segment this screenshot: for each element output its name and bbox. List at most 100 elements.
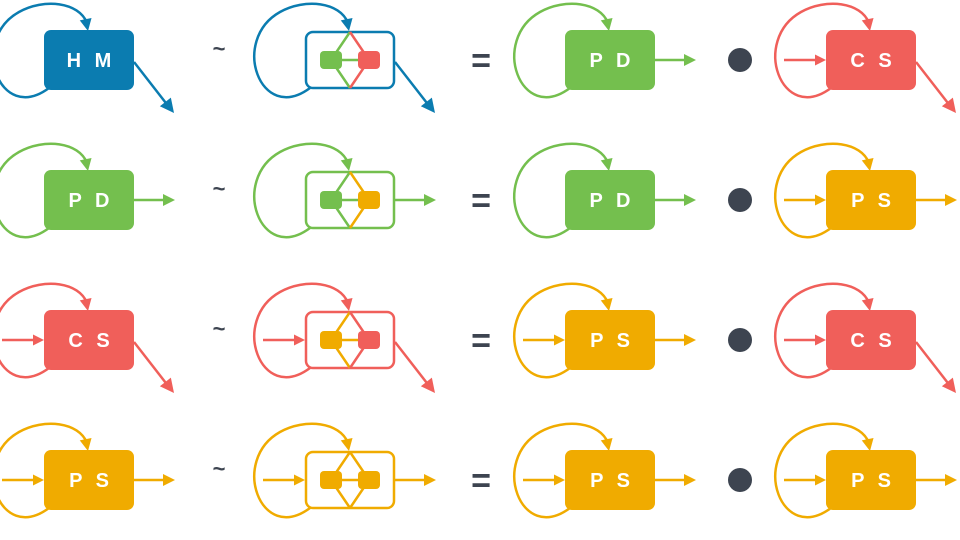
inner-block-left (320, 331, 342, 349)
feedback-loop-arrow (253, 142, 350, 239)
factor-block-left: P D (513, 2, 696, 99)
inner-block-right (358, 191, 380, 209)
feedback-arrow-head (340, 158, 353, 171)
input-arrow-head (815, 334, 826, 346)
product-dot-operator (728, 188, 752, 212)
similar-operator: ~ (213, 36, 226, 61)
factor-block-right: C S (774, 2, 956, 113)
feedback-arrow-head (79, 18, 92, 31)
feedback-arrow-head (79, 158, 92, 171)
block-box (826, 30, 916, 90)
composite-block (253, 142, 436, 239)
feedback-loop-arrow (0, 2, 89, 99)
feedback-arrow-head (340, 298, 353, 311)
feedback-arrow-head (861, 438, 874, 451)
feedback-loop-arrow (513, 142, 610, 239)
input-arrow-head (815, 474, 826, 486)
feedback-arrow-head (79, 298, 92, 311)
block-box (44, 170, 134, 230)
feedback-arrow-head (600, 18, 613, 31)
factor-block-left: P S (513, 282, 696, 379)
output-arrow (394, 61, 431, 108)
output-arrow (394, 341, 431, 388)
output-arrow-head (159, 377, 174, 393)
feedback-arrow-head (600, 438, 613, 451)
feedback-loop-arrow (253, 422, 350, 519)
output-arrow-head (945, 194, 957, 206)
feedback-arrow-head (861, 18, 874, 31)
block-label: P D (590, 50, 635, 72)
inner-block-left (320, 191, 342, 209)
feedback-arrow-head (340, 438, 353, 451)
product-dot-operator (728, 328, 752, 352)
lhs-block: P S (0, 422, 175, 519)
output-arrow-head (684, 54, 696, 66)
input-arrow-head (815, 194, 826, 206)
block-box (826, 310, 916, 370)
equals-operator: = (471, 462, 491, 500)
output-arrow (915, 341, 952, 388)
block-box (826, 450, 916, 510)
feedback-loop-arrow (253, 282, 350, 379)
block-label: P S (851, 470, 895, 492)
factor-block-left: P D (513, 142, 696, 239)
output-arrow-head (420, 97, 435, 113)
output-arrow-head (424, 474, 436, 486)
feedback-arrow-head (340, 18, 353, 31)
output-arrow-head (163, 194, 175, 206)
inner-block-right (358, 51, 380, 69)
block-box (44, 310, 134, 370)
factor-block-right: P S (774, 142, 957, 239)
product-dot-operator (728, 48, 752, 72)
block-label: P D (69, 190, 114, 212)
feedback-loop-arrow (513, 2, 610, 99)
block-box (565, 450, 655, 510)
output-arrow-head (420, 377, 435, 393)
output-arrow-head (684, 474, 696, 486)
block-label: C S (68, 330, 113, 352)
factor-block-right: C S (774, 282, 956, 393)
feedback-loop-arrow (774, 2, 871, 99)
block-label: P S (590, 470, 634, 492)
block-label: P S (590, 330, 634, 352)
lhs-block: H M (0, 2, 174, 113)
feedback-arrow-head (600, 158, 613, 171)
output-arrow (133, 61, 170, 108)
feedback-arrow-head (861, 298, 874, 311)
similar-operator: ~ (213, 456, 226, 481)
block-box (826, 170, 916, 230)
feedback-loop-arrow (0, 282, 89, 379)
inner-block-right (358, 331, 380, 349)
feedback-arrow-head (861, 158, 874, 171)
feedback-loop-arrow (513, 422, 610, 519)
feedback-arrow-head (79, 438, 92, 451)
block-box (44, 30, 134, 90)
block-box (565, 310, 655, 370)
output-arrow-head (941, 377, 956, 393)
output-arrow-head (424, 194, 436, 206)
output-arrow (133, 341, 170, 388)
input-arrow-head (294, 474, 305, 486)
equals-operator: = (471, 322, 491, 360)
input-arrow-head (33, 334, 44, 346)
feedback-arrow-head (600, 298, 613, 311)
inner-block-left (320, 471, 342, 489)
output-arrow-head (945, 474, 957, 486)
feedback-loop-arrow (0, 142, 89, 239)
block-box (44, 450, 134, 510)
feedback-loop-arrow (253, 2, 350, 99)
block-label: H M (67, 50, 116, 72)
output-arrow-head (163, 474, 175, 486)
block-label: P D (590, 190, 635, 212)
product-dot-operator (728, 468, 752, 492)
inner-block-left (320, 51, 342, 69)
composite-block (253, 2, 435, 113)
block-label: C S (850, 330, 895, 352)
similar-operator: ~ (213, 316, 226, 341)
input-arrow-head (554, 334, 565, 346)
factor-block-right: P S (774, 422, 957, 519)
composite-block (253, 422, 436, 519)
output-arrow-head (684, 334, 696, 346)
feedback-loop-arrow (774, 282, 871, 379)
